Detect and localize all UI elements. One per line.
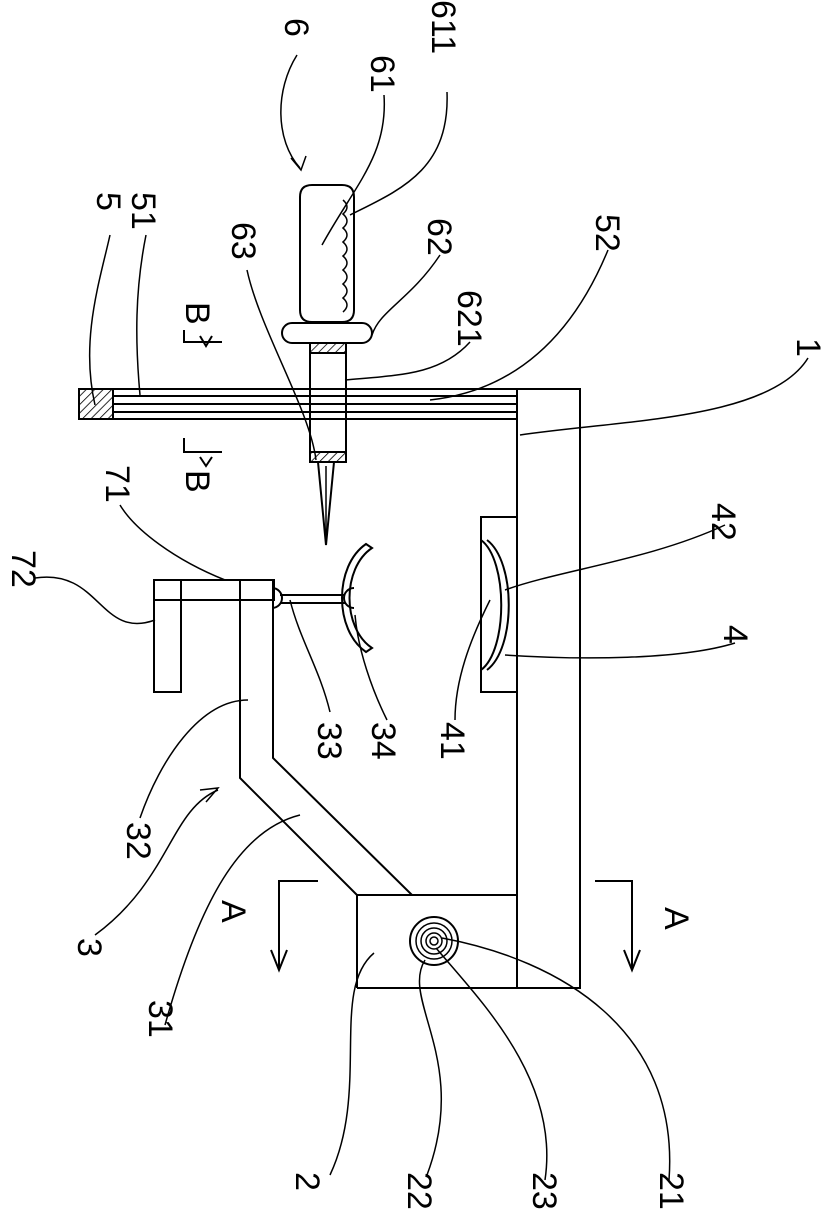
callout-2: 2 (288, 1172, 326, 1191)
callout-621: 621 (450, 290, 488, 347)
callout-71: 71 (98, 465, 136, 503)
holder-4 (481, 517, 517, 692)
section-label-a-left: A (214, 900, 252, 923)
callout-6: 6 (277, 18, 315, 37)
callout-41: 41 (433, 722, 471, 760)
callout-21: 21 (652, 1172, 690, 1210)
cutter-6 (282, 185, 372, 545)
callout-23: 23 (525, 1172, 563, 1210)
section-a-left (271, 881, 318, 970)
callout-labels: 6 61 611 5 51 63 62 52 621 1 71 42 72 4 … (4, 0, 827, 1210)
section-label-a-right: A (657, 907, 695, 930)
callout-31: 31 (141, 1000, 179, 1038)
callout-33: 33 (310, 722, 348, 760)
section-a-right (595, 881, 640, 970)
clamp-7 (154, 580, 274, 692)
callout-52: 52 (588, 214, 626, 252)
section-b-bottom (184, 438, 222, 466)
callout-51: 51 (124, 192, 162, 230)
callout-22: 22 (400, 1172, 438, 1210)
guide-rail-5 (79, 389, 517, 419)
collar-62 (282, 323, 372, 343)
adjust-knob (410, 917, 458, 965)
callout-62: 62 (420, 218, 458, 256)
callout-34: 34 (364, 722, 402, 760)
pad-34 (342, 544, 372, 652)
callout-4: 4 (716, 625, 754, 644)
callout-3: 3 (70, 938, 108, 957)
callout-42: 42 (704, 503, 742, 541)
grip-611 (343, 200, 347, 312)
callout-5: 5 (89, 192, 127, 211)
section-b-top (184, 330, 222, 346)
clamp-block-2 (357, 895, 517, 988)
callout-63: 63 (224, 222, 262, 260)
callout-611: 611 (424, 0, 462, 54)
callout-61: 61 (363, 55, 401, 93)
callout-72: 72 (4, 550, 42, 588)
callout-1: 1 (789, 338, 827, 357)
section-label-b-top: B (178, 302, 216, 325)
section-label-b-bottom: B (178, 470, 216, 493)
callout-32: 32 (119, 822, 157, 860)
